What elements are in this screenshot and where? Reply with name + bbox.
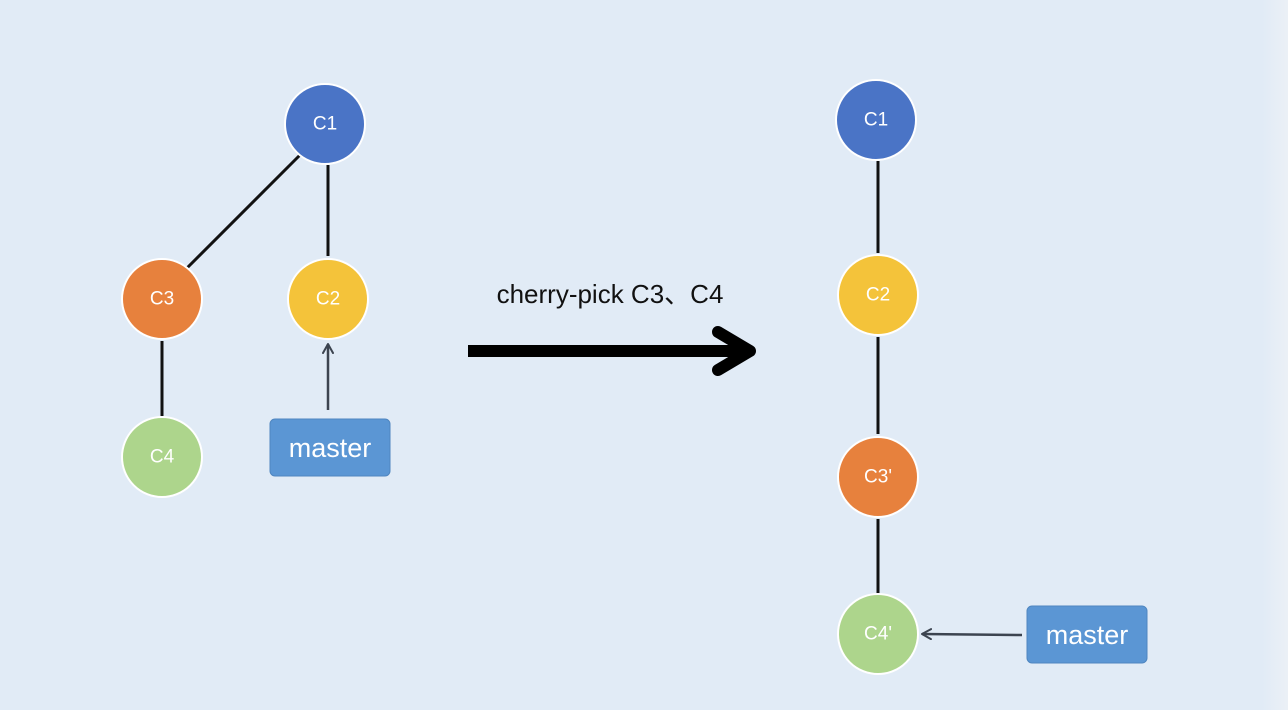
after-node-c2: C2 [837, 254, 919, 336]
before-node-c1: C1 [284, 83, 366, 165]
after-node-c3-prime: C3' [837, 436, 919, 518]
after-branch-label: master [1046, 620, 1129, 650]
after-graph: C1 C2 C3' C4' master [835, 79, 1148, 675]
after-node-c1-label: C1 [864, 110, 888, 131]
before-branch-label: master [289, 433, 372, 463]
after-node-c4-prime: C4' [837, 593, 919, 675]
before-graph: C1 C2 C3 C4 master [121, 83, 391, 498]
after-node-c4-prime-label: C4' [864, 624, 892, 645]
operation-label: cherry-pick C3、C4 [497, 279, 724, 309]
before-branch-master: master [269, 418, 391, 477]
before-node-c2: C2 [287, 258, 369, 340]
before-node-c1-label: C1 [313, 114, 337, 135]
after-branch-master: master [1026, 605, 1148, 664]
before-node-c4: C4 [121, 416, 203, 498]
after-node-c2-label: C2 [866, 285, 890, 306]
before-node-c3-label: C3 [150, 289, 174, 310]
before-node-c2-label: C2 [316, 289, 340, 310]
operation: cherry-pick C3、C4 [468, 279, 756, 376]
after-branch-pointer [921, 628, 1023, 641]
after-node-c1: C1 [835, 79, 917, 161]
after-node-c3-prime-label: C3' [864, 467, 892, 488]
before-node-c4-label: C4 [150, 447, 175, 468]
before-edge-c1-c3 [184, 152, 303, 271]
operation-arrow-head [712, 326, 756, 376]
before-node-c3: C3 [121, 258, 203, 340]
